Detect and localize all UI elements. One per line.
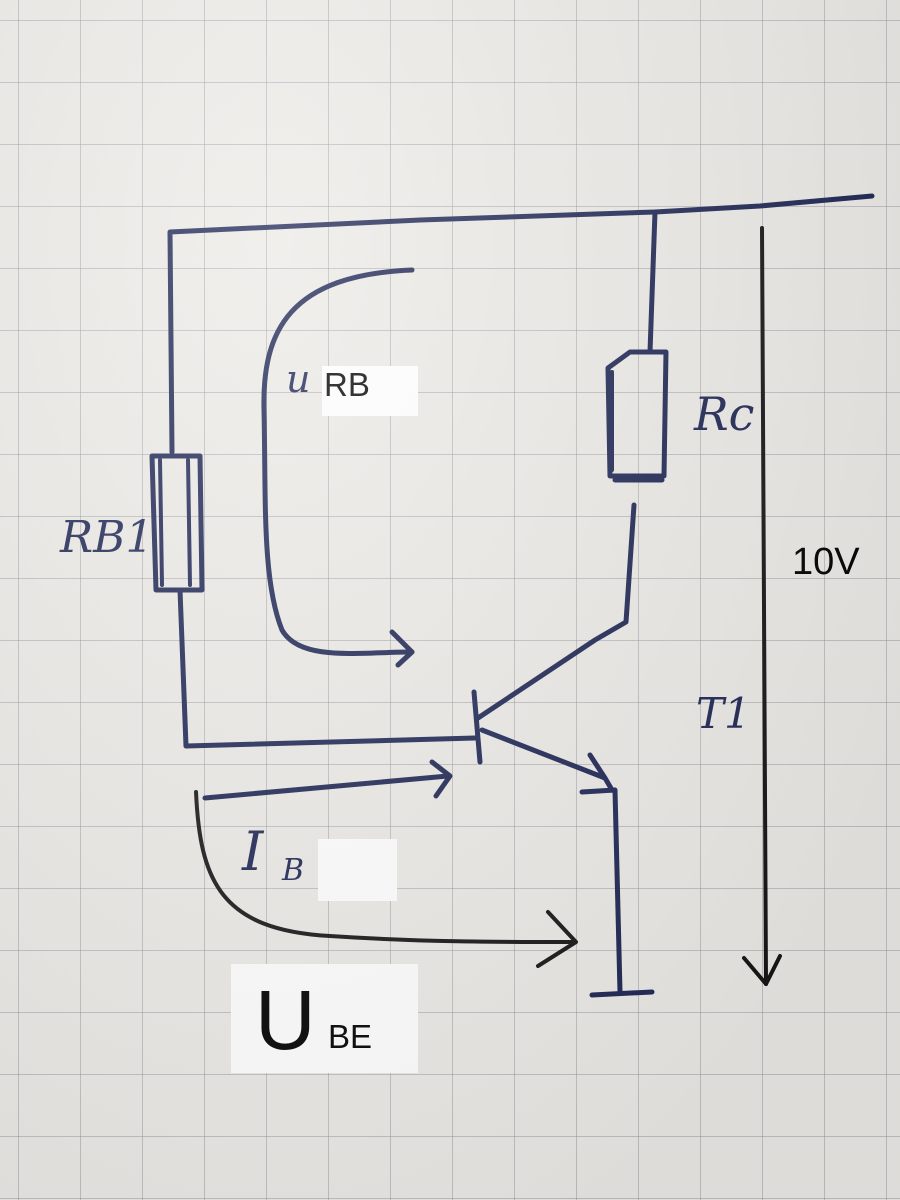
supply-arrow xyxy=(760,226,768,986)
rc-bottom-lead xyxy=(475,477,665,721)
ib-arrowhead xyxy=(429,759,453,799)
emitter-terminal xyxy=(579,787,655,998)
ube-arrow xyxy=(194,790,574,944)
urb-handwritten-u: u xyxy=(286,357,310,401)
urb-loop-arrow xyxy=(261,267,415,656)
ube-label-box: U BE xyxy=(231,964,418,1073)
ib-label: I xyxy=(241,820,265,883)
ib-cover-box xyxy=(318,839,397,901)
transistor-emitter xyxy=(479,727,615,793)
transistor-base-bar xyxy=(471,689,483,765)
urb-arrowhead xyxy=(389,629,415,668)
top-wire xyxy=(167,193,875,455)
urb-label-box: RB xyxy=(322,366,418,416)
ube-arrowhead xyxy=(536,910,578,968)
supply-arrowhead xyxy=(742,954,782,986)
rc-top-lead xyxy=(647,209,658,355)
ube-sub-label: BE xyxy=(328,1018,373,1055)
base-wire xyxy=(177,587,478,749)
transistor-label: T1 xyxy=(696,689,751,738)
supply-voltage-label: 10V xyxy=(792,541,860,583)
rc-label: Rc xyxy=(693,387,754,441)
ube-main-label: U xyxy=(255,973,316,1067)
ib-sub-label: B xyxy=(281,853,304,888)
rc-resistor xyxy=(605,349,669,479)
ib-arrow-line xyxy=(202,773,451,801)
rb1-resistor xyxy=(149,453,205,593)
rb1-label: RB1 xyxy=(59,512,153,563)
urb-sub-label: RB xyxy=(324,366,370,403)
rb1-resistor-inner xyxy=(158,458,192,587)
